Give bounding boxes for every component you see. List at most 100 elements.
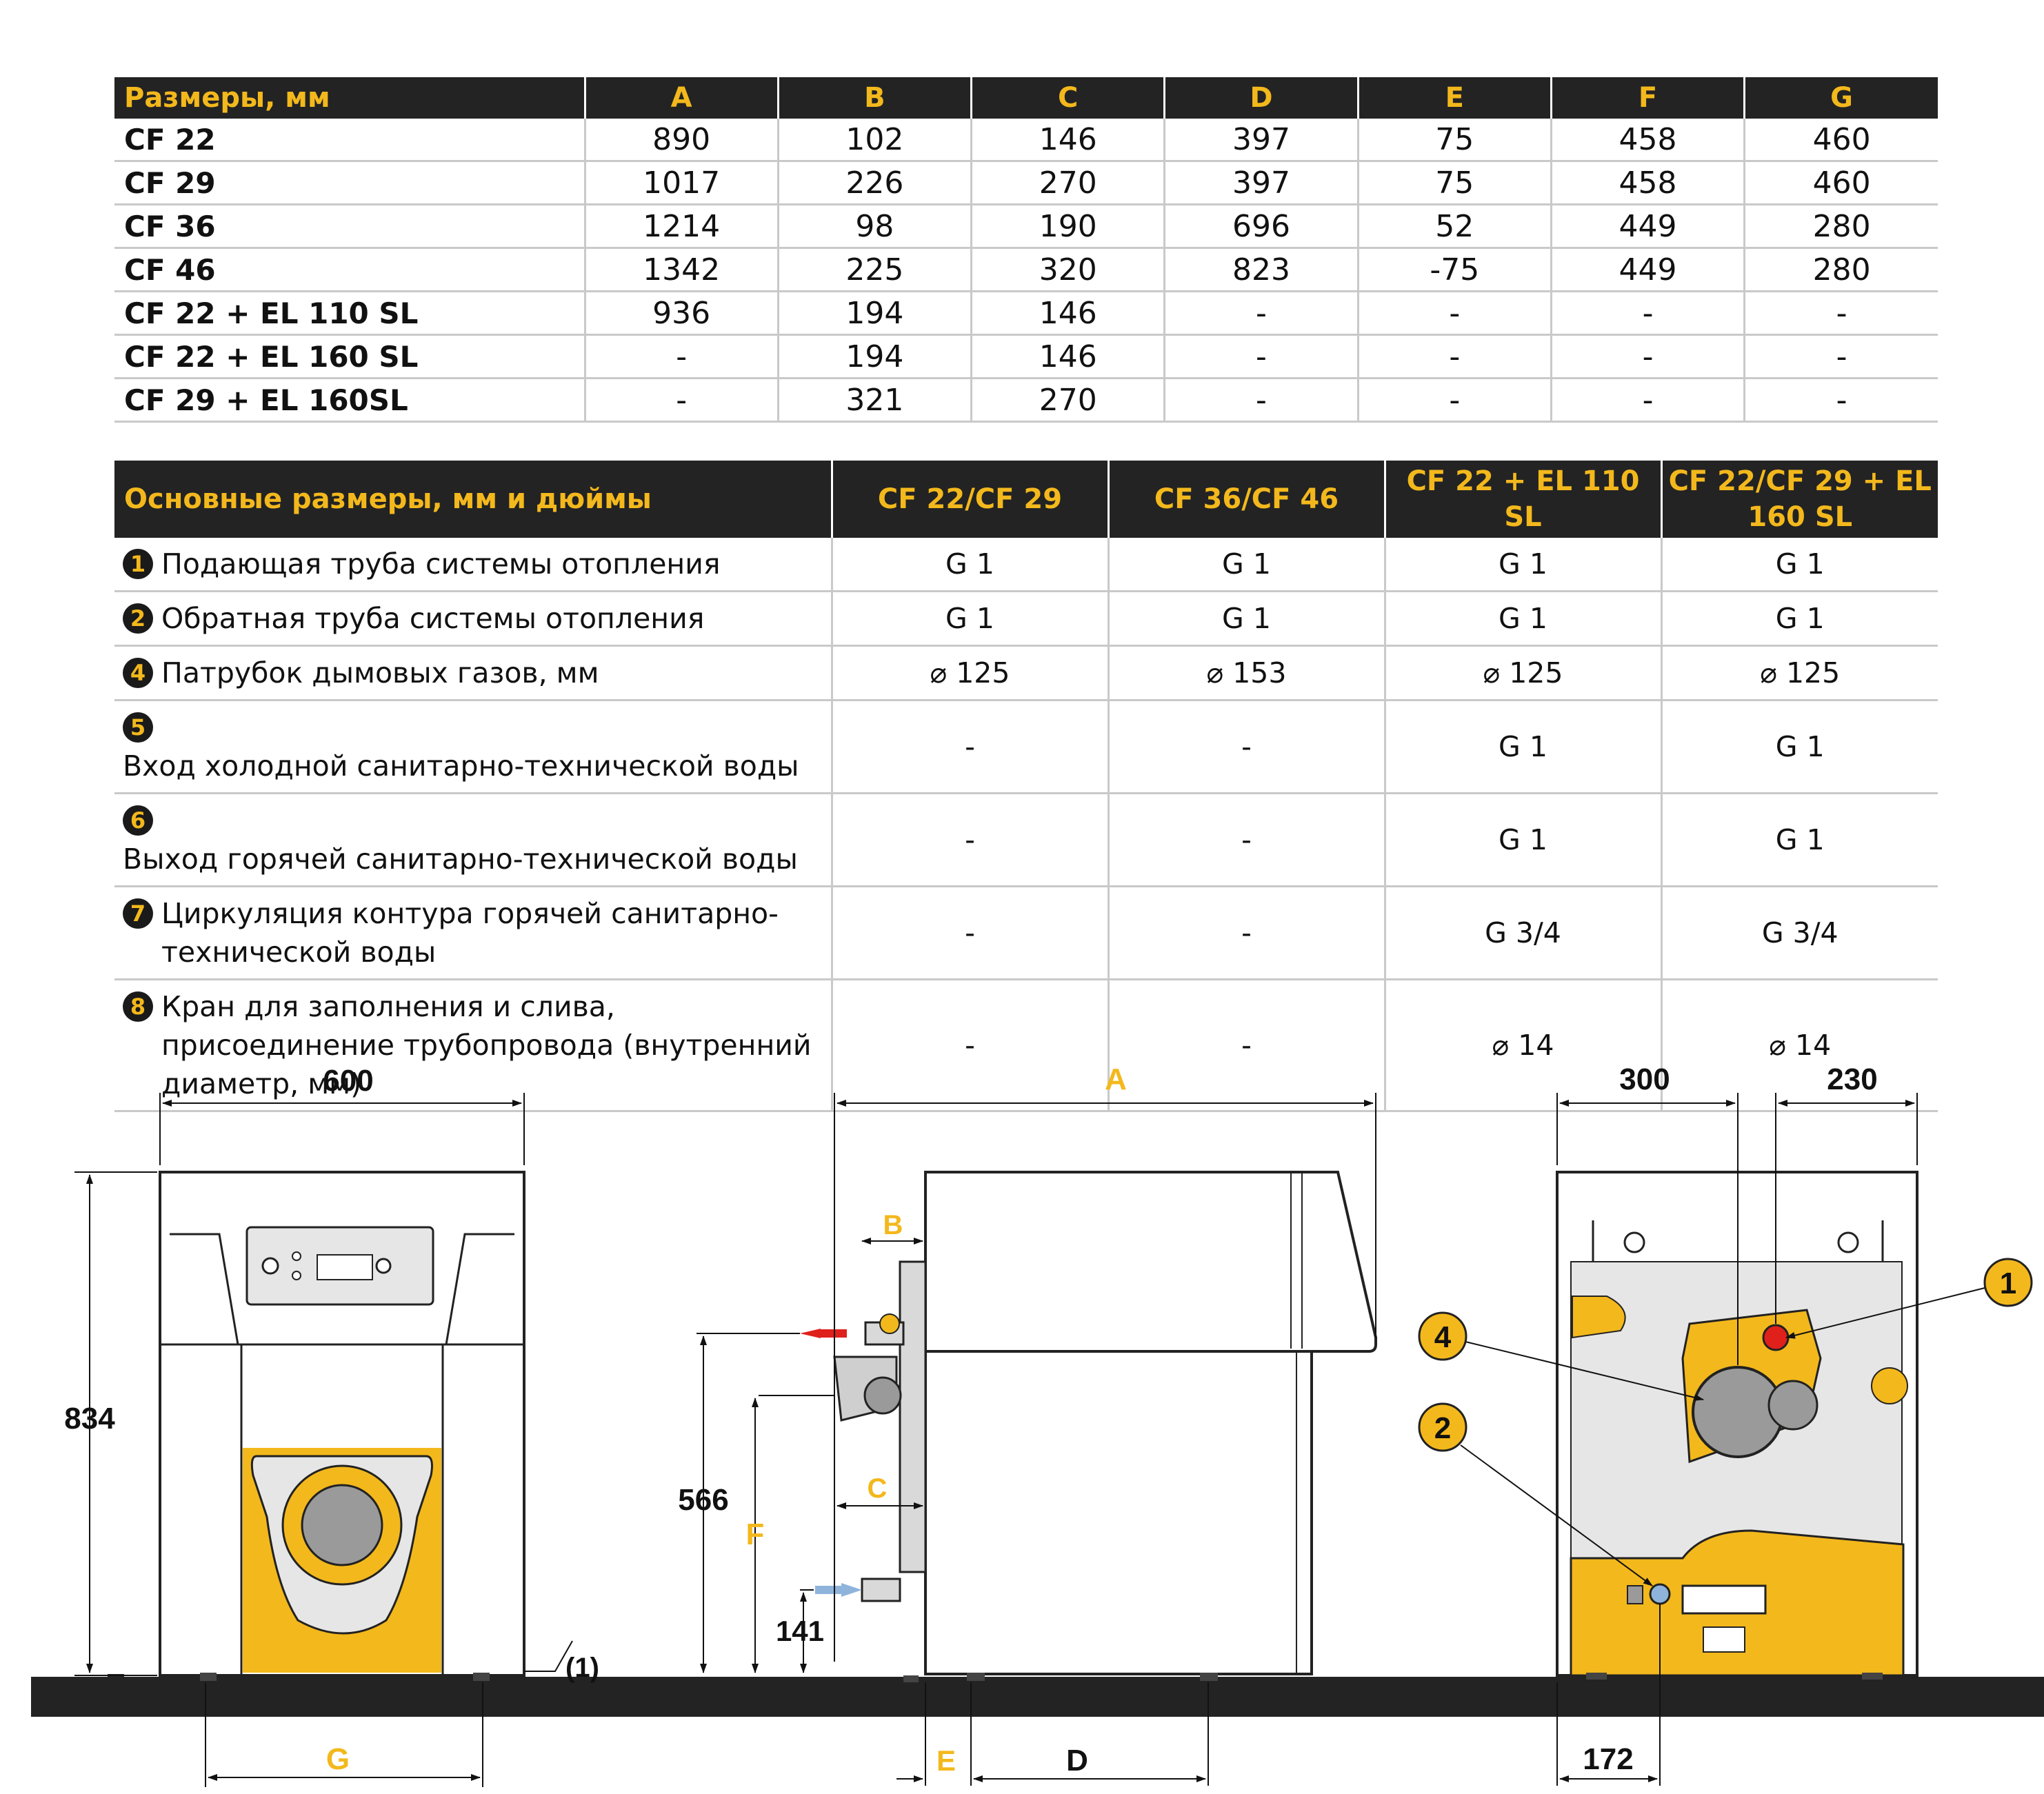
value-cell: ⌀ 14 <box>1383 979 1661 1112</box>
value-cell: 146 <box>970 334 1165 379</box>
item-number-badge: 1 <box>123 549 153 579</box>
side-f-label: F <box>746 1518 765 1551</box>
value-cell: - <box>1163 378 1359 423</box>
header-cell: Основные размеры, мм и дюймы <box>114 461 832 538</box>
value-cell: 75 <box>1356 161 1552 205</box>
front-g-label: G <box>326 1742 350 1776</box>
header-cell: B <box>776 77 972 119</box>
header-cell: CF 22/CF 29 <box>830 461 1108 538</box>
description-cell: 6Выход горячей санитарно-технической вод… <box>114 793 832 887</box>
value-cell: - <box>1107 886 1385 980</box>
description-text: Кран для заполнения и слива, присоединен… <box>161 990 812 1100</box>
item-number-badge: 7 <box>123 898 153 929</box>
value-cell: 146 <box>970 291 1165 336</box>
side-view <box>833 1171 1377 1682</box>
value-cell: - <box>583 334 779 379</box>
value-cell: G 1 <box>1383 700 1661 794</box>
description-cell: 2 Обратная труба системы отопления <box>114 591 832 647</box>
value-cell: 194 <box>776 334 972 379</box>
header-cell: Размеры, мм <box>114 77 585 119</box>
value-cell: - <box>1356 334 1552 379</box>
value-cell: - <box>1107 979 1385 1112</box>
value-cell: 320 <box>970 248 1165 292</box>
table-row: CF 36 1214 98 190 696 52 449 280 <box>114 204 1938 249</box>
value-cell: 270 <box>970 161 1165 205</box>
table-row: CF 22 + EL 160 SL - 194 146 - - - - <box>114 334 1938 379</box>
value-cell: 696 <box>1163 204 1359 249</box>
table-row: CF 29 1017 226 270 397 75 458 460 <box>114 161 1938 205</box>
description-cell: 5Вход холодной санитарно-технической вод… <box>114 700 832 794</box>
description-text: Циркуляция контура горячей санитарно-тех… <box>161 897 779 969</box>
value-cell: - <box>1356 378 1552 423</box>
header-cell: D <box>1163 77 1359 119</box>
value-cell: - <box>1550 334 1745 379</box>
side-b-label: B <box>883 1210 903 1240</box>
model-cell: CF 22 + EL 110 SL <box>114 291 585 336</box>
value-cell: - <box>1743 378 1938 423</box>
value-cell: - <box>1550 291 1745 336</box>
header-cell: C <box>970 77 1165 119</box>
value-cell: - <box>1743 291 1938 336</box>
description-text: Выход горячей санитарно-технической воды <box>123 843 798 876</box>
value-cell: G 1 <box>1660 591 1938 647</box>
value-cell: 194 <box>776 291 972 336</box>
header-cell: CF 22/CF 29 + EL 160 SL <box>1660 461 1938 538</box>
side-e-label: E <box>936 1744 956 1777</box>
header-cell: F <box>1550 77 1745 119</box>
value-cell: - <box>583 378 779 423</box>
model-cell: CF 29 + EL 160SL <box>114 378 585 423</box>
item-number-badge: 4 <box>123 658 153 688</box>
description-text: Вход холодной санитарно-технической воды <box>123 749 799 783</box>
value-cell: - <box>1743 334 1938 379</box>
value-cell: G 1 <box>1107 538 1385 592</box>
value-cell: 449 <box>1550 204 1745 249</box>
item-number-badge: 8 <box>123 991 153 1022</box>
boiler-dimension-drawing: 600 834 G (1) A B C 566 F 1 <box>31 1062 2044 1787</box>
item-number-badge: 6 <box>123 805 153 836</box>
value-cell: - <box>1107 793 1385 887</box>
value-cell: - <box>830 979 1108 1112</box>
callout-label: 4 <box>1434 1320 1452 1354</box>
description-text: Обратная труба системы отопления <box>161 602 705 635</box>
rear-connection-block <box>899 1260 927 1573</box>
callout-label: 2 <box>1434 1411 1451 1445</box>
value-cell: - <box>1107 700 1385 794</box>
side-d-label: D <box>1066 1744 1088 1777</box>
value-cell: 190 <box>970 204 1165 249</box>
value-cell: 270 <box>970 378 1165 423</box>
value-cell: - <box>1550 378 1745 423</box>
return-arrow-icon <box>841 1583 862 1597</box>
header-cell: E <box>1356 77 1552 119</box>
value-cell: G 3/4 <box>1383 886 1661 980</box>
table-row: 6Выход горячей санитарно-технической вод… <box>114 793 1938 887</box>
value-cell: - <box>1356 291 1552 336</box>
table-row: CF 29 + EL 160SL - 321 270 - - - - <box>114 378 1938 423</box>
value-cell: - <box>830 700 1108 794</box>
table-row: 5Вход холодной санитарно-технической вод… <box>114 700 1938 794</box>
value-cell: G 1 <box>1107 591 1385 647</box>
model-cell: CF 36 <box>114 204 585 249</box>
description-cell: 7 Циркуляция контура горячей санитарно-те… <box>114 886 832 980</box>
value-cell: 225 <box>776 248 972 292</box>
header-cell: G <box>1743 77 1938 119</box>
item-number-badge: 2 <box>123 603 153 634</box>
description-cell: 8 Кран для заполнения и слива, присоедине… <box>114 979 832 1112</box>
table-row: CF 22 890 102 146 397 75 458 460 <box>114 119 1938 162</box>
value-cell: - <box>1163 291 1359 336</box>
value-cell: G 1 <box>1383 591 1661 647</box>
value-cell: 458 <box>1550 119 1745 162</box>
rear-172-label: 172 <box>1583 1742 1633 1776</box>
display-screen <box>317 1254 373 1280</box>
value-cell: G 1 <box>1383 538 1661 592</box>
value-cell: 449 <box>1550 248 1745 292</box>
floor-line <box>31 1677 2044 1717</box>
value-cell: -75 <box>1356 248 1552 292</box>
side-c-label: C <box>868 1473 888 1504</box>
value-cell: ⌀ 125 <box>1383 645 1661 701</box>
value-cell: G 1 <box>1660 700 1938 794</box>
value-cell: 460 <box>1743 119 1938 162</box>
value-cell: ⌀ 125 <box>1660 645 1938 701</box>
rear-view <box>1556 1171 1918 1680</box>
